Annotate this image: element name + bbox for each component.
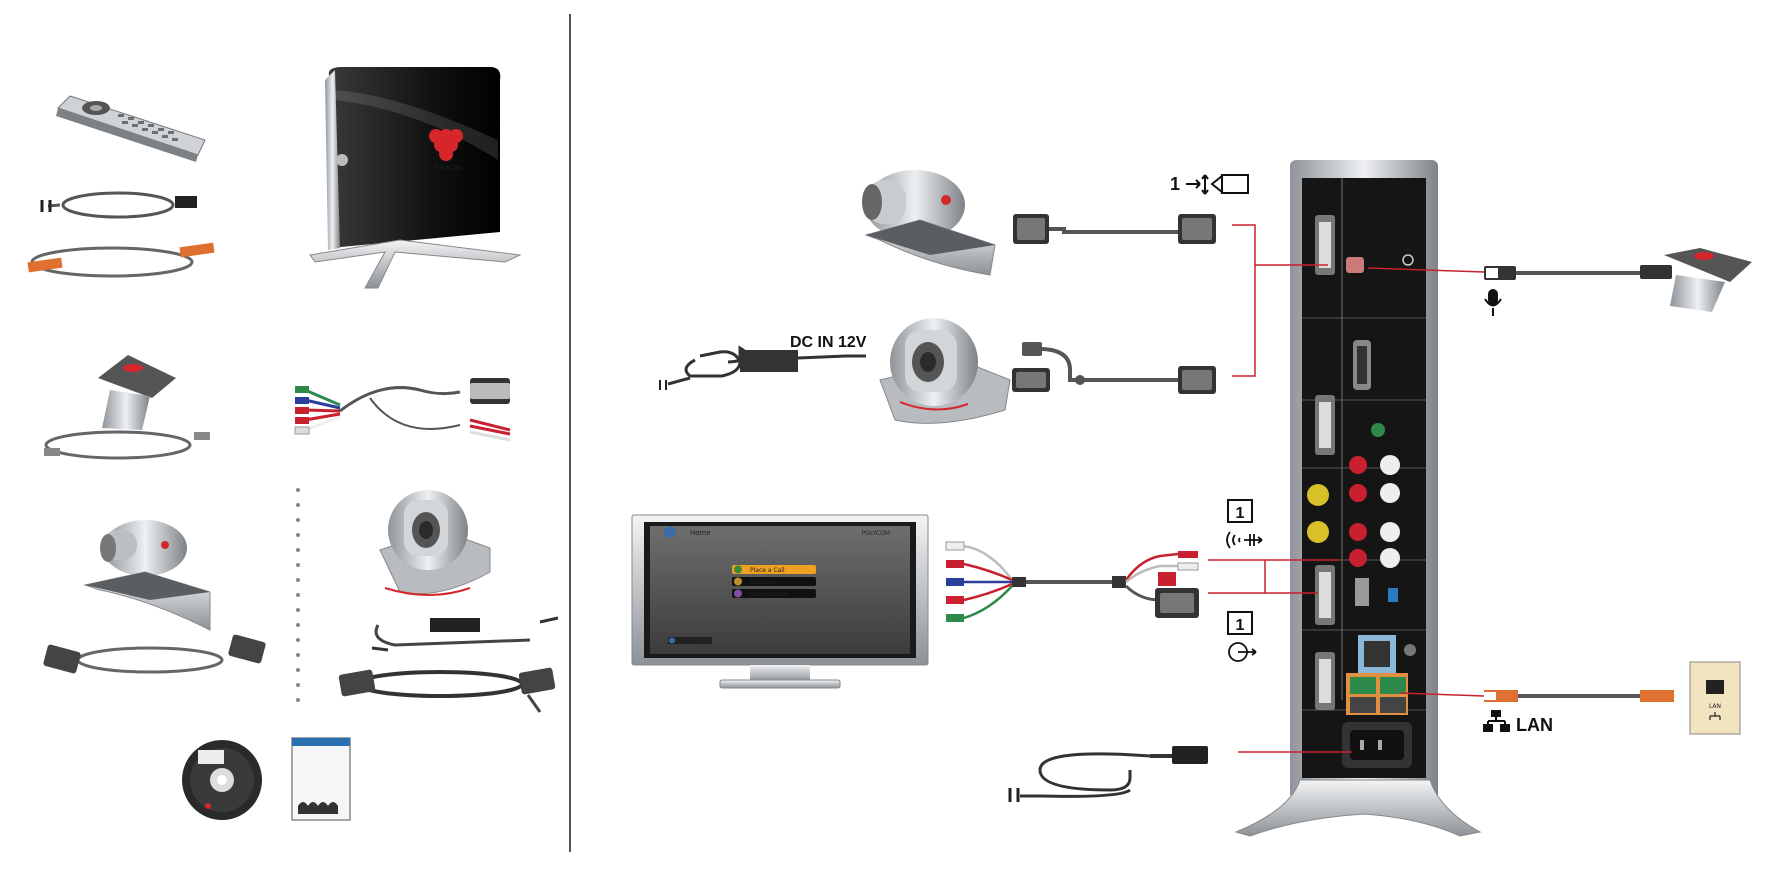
menu-item-directory[interactable]: Directory (732, 577, 816, 586)
menu-item-recent-calls[interactable]: Recent Calls (732, 589, 816, 598)
wall-jack-label: LAN (1709, 703, 1721, 710)
dc-in-label: DC IN 12V (790, 334, 867, 351)
audio-out-icon (1228, 642, 1257, 662)
camera-input-icon (1186, 173, 1249, 195)
connection-diagram: 1 DC IN 12V (631, 160, 1752, 837)
tv-monitor: Home POLYCOM Place a Call Directory Rece… (631, 514, 929, 689)
camera-input-label: 1 (1170, 173, 1249, 195)
audio-in-label: 1 (1226, 499, 1263, 549)
tv-screen-title: Home (690, 529, 711, 537)
camera-connection-lines (1232, 224, 1328, 377)
microphone-icon (1484, 289, 1502, 316)
camera-ptz-icon (338, 490, 559, 713)
ptz-camera-cable (1012, 342, 1216, 394)
audio-in-icon (1226, 531, 1263, 549)
microphone-right-icon (1367, 248, 1752, 316)
audio-out-label: 1 (1227, 611, 1257, 662)
network-icon (1483, 710, 1510, 732)
camera-cable (1013, 214, 1216, 244)
ptz-power-supply-icon: DC IN 12V (659, 334, 867, 390)
polycom-logo-icon (429, 129, 463, 161)
camera-small-icon (43, 520, 266, 674)
lan-label: LAN (1516, 715, 1553, 735)
svg-text:Place a Call: Place a Call (750, 567, 785, 574)
av-connection-lines (1208, 559, 1340, 594)
power-cord-right (1008, 746, 1352, 802)
lan-cable-icon (27, 242, 215, 278)
ptz-camera-right-icon (879, 318, 1011, 424)
menu-item-place-call[interactable]: Place a Call (732, 565, 816, 574)
dotted-separator (296, 488, 300, 702)
codec-back-panel (1234, 160, 1482, 837)
tv-footer-text: Number (678, 639, 699, 645)
svg-text:Directory: Directory (750, 579, 778, 586)
tv-screen-brand: POLYCOM (862, 530, 890, 537)
av-breakout-cable-right (945, 541, 1199, 622)
codec-unit-icon: POLYCOM (309, 67, 522, 289)
svg-text:Recent Calls: Recent Calls (750, 591, 787, 598)
av-out-number: 1 (1236, 617, 1245, 634)
microphone-pod-icon (44, 355, 210, 460)
mic-port (1346, 257, 1364, 273)
camera-right-icon (862, 170, 996, 276)
lan-cable-right: LAN LAN (1399, 661, 1741, 735)
box-brand: POLYCOM (434, 165, 462, 172)
tv-menu: Place a Call Directory Recent Calls (732, 565, 816, 598)
package-contents: POLYCOM (27, 67, 559, 821)
lan-wall-jack-icon: LAN (1689, 661, 1741, 735)
cd-disc-icon (182, 740, 262, 820)
av-breakout-cable-icon (294, 378, 511, 442)
remote-control-icon (56, 95, 206, 162)
power-cord-icon (40, 191, 197, 219)
parts-bag-icon (291, 737, 351, 821)
av-in-number: 1 (1236, 505, 1245, 522)
camera-input-number: 1 (1170, 174, 1180, 194)
